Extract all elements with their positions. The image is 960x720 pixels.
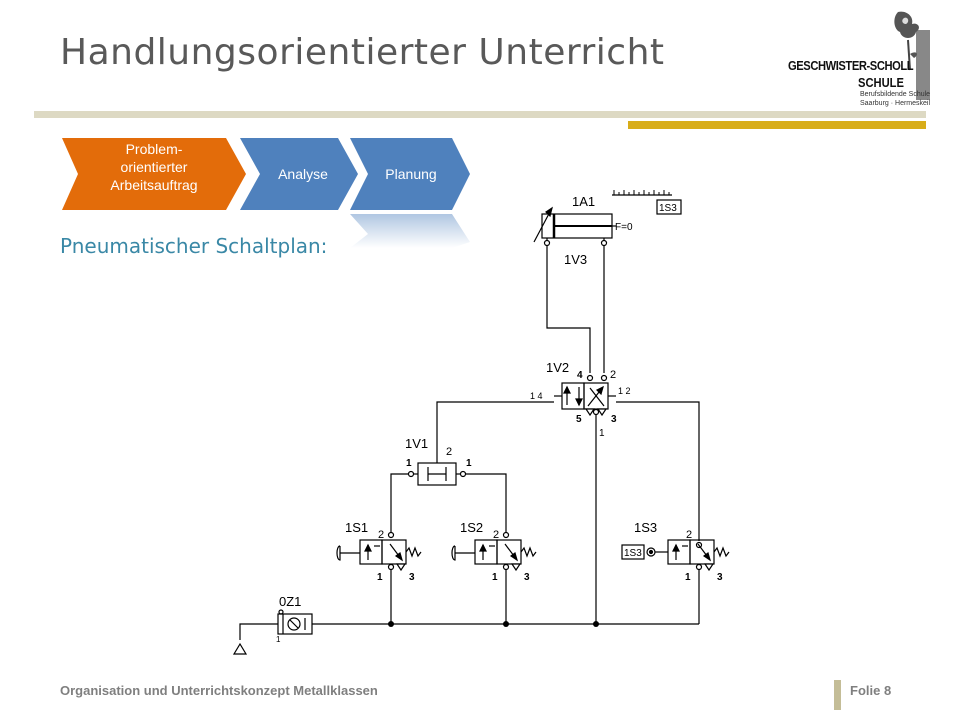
step-1-line-2: orientierter [120, 159, 188, 175]
line-source [239, 623, 278, 640]
logo-name: GESCHWISTER-SCHOLL [788, 58, 914, 73]
pneumatic-schematic: 1A1 1S3 F=0 1V3 1V2 4 2 [232, 190, 730, 655]
valve-1s3-spring-icon [713, 546, 730, 558]
logo-line-2: Saarburg · Hermeskeil [860, 100, 931, 107]
valve-1s3-p2: 2 [686, 529, 692, 541]
valve-1s2-id: 1S2 [460, 520, 483, 535]
cylinder-scale-ticks [613, 190, 670, 195]
step-1-line-3: Arbeitsauftrag [110, 177, 198, 193]
logo-name-2: SCHULE [858, 75, 904, 90]
valve-1s3-tag: 1S3 [624, 548, 642, 559]
section-subtitle: Pneumatischer Schaltplan: [60, 234, 328, 258]
main-valve-pilot12: 1 2 [618, 386, 631, 396]
main-valve-port1: 1 [599, 428, 605, 439]
line-cyl-to-port4 [546, 246, 591, 373]
logo-line-1: Berufsbildende Schule [860, 91, 931, 98]
pressure-source-icon [232, 642, 248, 655]
valve-1s3-id: 1S3 [634, 520, 657, 535]
valve-1s1: 1S1 2 1 3 [336, 520, 422, 583]
footer-text: Organisation und Unterrichtskonzept Meta… [60, 683, 378, 698]
valve-1s2-p1: 1 [492, 572, 498, 583]
valve-1s1-spring-icon [405, 546, 422, 558]
valve-1s2: 1S2 2 1 3 [451, 520, 537, 583]
service-unit-0z1: 0Z1 1 [276, 594, 313, 644]
svg-text:1: 1 [276, 635, 281, 644]
main-valve-pilot14: 1 4 [530, 391, 543, 401]
valve-1s3-p1: 1 [685, 572, 691, 583]
line-shuttle-to-1s2 [466, 473, 507, 532]
pilot-line-12 [616, 401, 700, 541]
cylinder-1a1: 1A1 1S3 F=0 1V3 [533, 190, 682, 267]
service-unit-id: 0Z1 [279, 594, 301, 609]
main-valve-port3: 3 [611, 414, 617, 425]
pilot-line-14 [436, 401, 554, 463]
main-valve-port2: 2 [610, 369, 616, 381]
step-1-line-1: Problem- [125, 141, 183, 157]
main-valve-id: 1V2 [546, 360, 569, 375]
valve-1s2-button-icon [451, 545, 475, 561]
shuttle-valve-in-left: 1 [406, 458, 412, 469]
valve-1s3-p3: 3 [717, 572, 723, 583]
valve-1s1-p2: 2 [378, 529, 384, 541]
valve-1s1-p1: 1 [377, 572, 383, 583]
step-label-1: Problem- orientierter Arbeitsauftrag [84, 140, 224, 194]
process-chevrons: Problem- orientierter Arbeitsauftrag Ana… [54, 138, 474, 248]
valve-1s1-button-icon [336, 545, 360, 561]
step-chevron-3-reflection [350, 214, 470, 248]
line-shuttle-to-1s1 [390, 473, 408, 532]
shuttle-valve-in-right: 1 [466, 458, 472, 469]
slide-number: Folie 8 [850, 683, 892, 698]
header-accent-bar [628, 121, 926, 129]
cylinder-id: 1A1 [572, 194, 595, 209]
valve-1s2-p3: 3 [524, 572, 530, 583]
main-valve-port5: 5 [576, 414, 582, 425]
footer-bar [834, 680, 841, 710]
main-valve-box-left [561, 382, 585, 410]
service-unit-gauge-icon [287, 617, 301, 631]
main-valve-port4: 4 [577, 370, 583, 381]
valve-1v2: 1V2 4 2 1 4 1 2 5 3 1 [530, 360, 631, 439]
header-rule [34, 111, 926, 118]
shuttle-valve-id: 1V1 [405, 436, 428, 451]
valve-1s3: 1S3 2 1S3 1 3 [621, 520, 730, 583]
cylinder-force: F=0 [615, 222, 633, 233]
sensor-tag: 1S3 [659, 203, 677, 214]
step-chevron-1 [62, 138, 246, 210]
valve-1s1-p3: 3 [409, 572, 415, 583]
valve-1s2-spring-icon [520, 546, 537, 558]
shuttle-valve-out: 2 [446, 446, 452, 458]
process-chevron-shapes [62, 138, 470, 248]
valve-1s3-tag-box [621, 544, 645, 560]
flow-valve-id: 1V3 [564, 252, 587, 267]
shuttle-valve-1v1: 1V1 2 1 1 [405, 436, 472, 486]
sensor-tag-box [656, 199, 682, 215]
rose-emblem-icon [894, 11, 930, 100]
school-logo: GESCHWISTER-SCHOLL SCHULE Berufsbildende… [784, 10, 934, 110]
step-label-2: Analyse [278, 166, 328, 182]
valve-1s2-p2: 2 [493, 529, 499, 541]
valve-1s1-id: 1S1 [345, 520, 368, 535]
step-chevron-3 [350, 138, 470, 210]
step-chevron-2 [240, 138, 358, 210]
step-label-3: Planung [385, 166, 437, 182]
slide-title: Handlungsorientierter Unterricht [60, 32, 665, 73]
